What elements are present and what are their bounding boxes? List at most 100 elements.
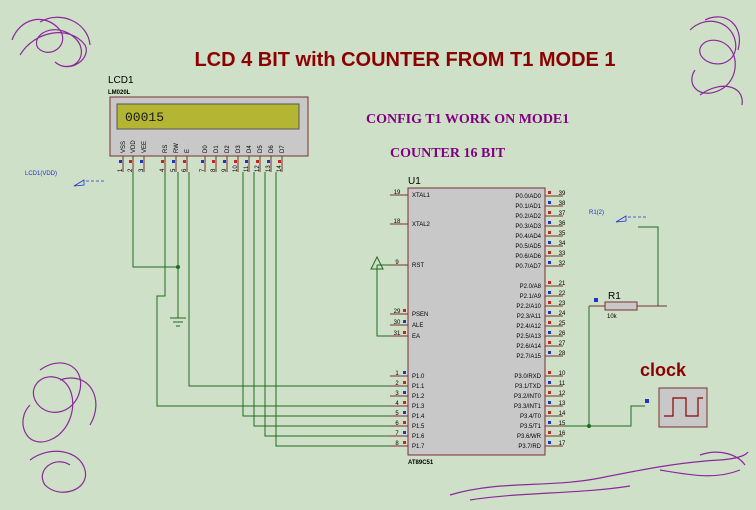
mcu-pin-name: P1.4 xyxy=(412,414,425,420)
lcd-pin-label: VEE xyxy=(142,141,148,153)
mcu-pin-marker xyxy=(548,351,551,354)
lcd-pin-marker xyxy=(183,160,186,163)
mcu-pin-number: 33 xyxy=(559,251,566,257)
r1-pin-marker xyxy=(594,298,598,302)
mcu-ref: U1 xyxy=(408,176,421,187)
lcd-pin-number: 14 xyxy=(277,165,283,172)
mcu-pin-marker xyxy=(403,381,406,384)
mcu-pin-marker xyxy=(548,231,551,234)
mcu-pin-marker xyxy=(548,441,551,444)
mcu-pin-marker xyxy=(548,381,551,384)
mcu-pin-number: 6 xyxy=(395,421,399,427)
mcu-pin-name: P1.7 xyxy=(412,444,425,450)
wire-lcd-d6 xyxy=(264,172,390,437)
mcu-pin-number: 12 xyxy=(559,391,566,397)
mcu-pin-name: P3.7/RD xyxy=(518,444,541,450)
lcd-pin-marker xyxy=(161,160,164,163)
mcu-body xyxy=(407,187,546,456)
lcd-pin-label: RW xyxy=(174,143,180,153)
wire-r1-left xyxy=(588,306,645,427)
lcd-pin-marker xyxy=(172,160,175,163)
lcd-pin-marker xyxy=(119,160,122,163)
r1-terminal-label: R1(2) xyxy=(589,210,604,216)
wire-lcd-d4 xyxy=(242,172,390,417)
wire-r1-right xyxy=(638,226,667,307)
scribble-top-right xyxy=(689,16,743,106)
wire-lcd-d5 xyxy=(253,172,390,427)
mcu-pin-number: 32 xyxy=(559,261,566,267)
lcd-pin-marker xyxy=(129,160,132,163)
mcu-pin-marker xyxy=(548,261,551,264)
wire-lcd-d7 xyxy=(275,172,390,447)
lcd-pin-d2: D29 xyxy=(222,145,231,172)
scribble-decorations xyxy=(11,16,749,501)
lcd-pin-label: D1 xyxy=(214,145,220,153)
config-note: CONFIG T1 WORK ON MODE1 xyxy=(366,112,569,127)
mcu-pin-name: EA xyxy=(412,334,420,340)
lcd-pin-d0: D07 xyxy=(200,145,209,172)
mcu-pin-marker xyxy=(548,421,551,424)
mcu-pin-marker xyxy=(548,341,551,344)
mcu-pin-number: 39 xyxy=(559,191,566,197)
wire-ea xyxy=(376,265,390,337)
mcu-pin-name: P0.6/AD6 xyxy=(515,254,541,260)
mcu-pin-name: P3.5/T1 xyxy=(520,424,542,430)
lcd-pin-label: D5 xyxy=(258,145,264,153)
mcu-pin-name: P3.3/INT1 xyxy=(514,404,542,410)
mcu-pin-name: XTAL2 xyxy=(412,222,431,228)
r1-value: 10k xyxy=(607,314,618,320)
lcd-pin-label: D4 xyxy=(247,145,253,153)
mcu-pin-name: P0.5/AD5 xyxy=(515,244,541,250)
lcd-pin-marker xyxy=(256,160,259,163)
mcu-pin-marker xyxy=(403,331,406,334)
mcu-pin-number: 9 xyxy=(395,260,399,266)
mcu-pin-marker xyxy=(403,309,406,312)
r1-ref: R1 xyxy=(608,291,621,302)
scribble-top-left xyxy=(11,16,91,68)
lcd-vdd-terminal: LCD1(VDD) xyxy=(25,171,106,187)
mcu-pin-name: P0.2/AD2 xyxy=(515,214,541,220)
lcd-vdd-terminal-label: LCD1(VDD) xyxy=(25,171,57,177)
lcd-pin-marker xyxy=(201,160,204,163)
square-wave-icon xyxy=(664,397,703,417)
mcu-pin-marker xyxy=(548,251,551,254)
mcu-pin-number: 7 xyxy=(395,431,399,437)
r1-terminal: R1(2) xyxy=(589,210,648,223)
lcd-pin-rw: RW 5 xyxy=(171,143,180,172)
mcu-pin-marker xyxy=(548,301,551,304)
lcd-pin-marker xyxy=(234,160,237,163)
mcu-pin-name: P0.3/AD3 xyxy=(515,224,541,230)
mcu-pin-number: 25 xyxy=(559,321,566,327)
mcu-pin-name: P1.5 xyxy=(412,424,425,430)
mcu-pin-marker xyxy=(403,431,406,434)
resistor-r1: R1 10k xyxy=(589,291,667,320)
mcu-pin-marker xyxy=(548,321,551,324)
mcu-pin-name: P1.1 xyxy=(412,384,425,390)
mcu-pin-marker xyxy=(548,391,551,394)
lcd-pin-number: 5 xyxy=(171,168,177,172)
mcu-pin-name: P0.0/AD0 xyxy=(515,194,541,200)
mcu-pin-marker xyxy=(403,421,406,424)
mcu-pin-number: 4 xyxy=(395,401,399,407)
mcu-pin-name: P1.2 xyxy=(412,394,425,400)
mcu-pin-name: P1.0 xyxy=(412,374,425,380)
lcd-pin-label: D3 xyxy=(236,145,242,153)
mcu-pin-name: RST xyxy=(412,263,424,269)
mcu-pin-name: P0.4/AD4 xyxy=(515,234,541,240)
clock-label: clock xyxy=(640,360,687,380)
mcu-pin-number: 1 xyxy=(395,371,399,377)
